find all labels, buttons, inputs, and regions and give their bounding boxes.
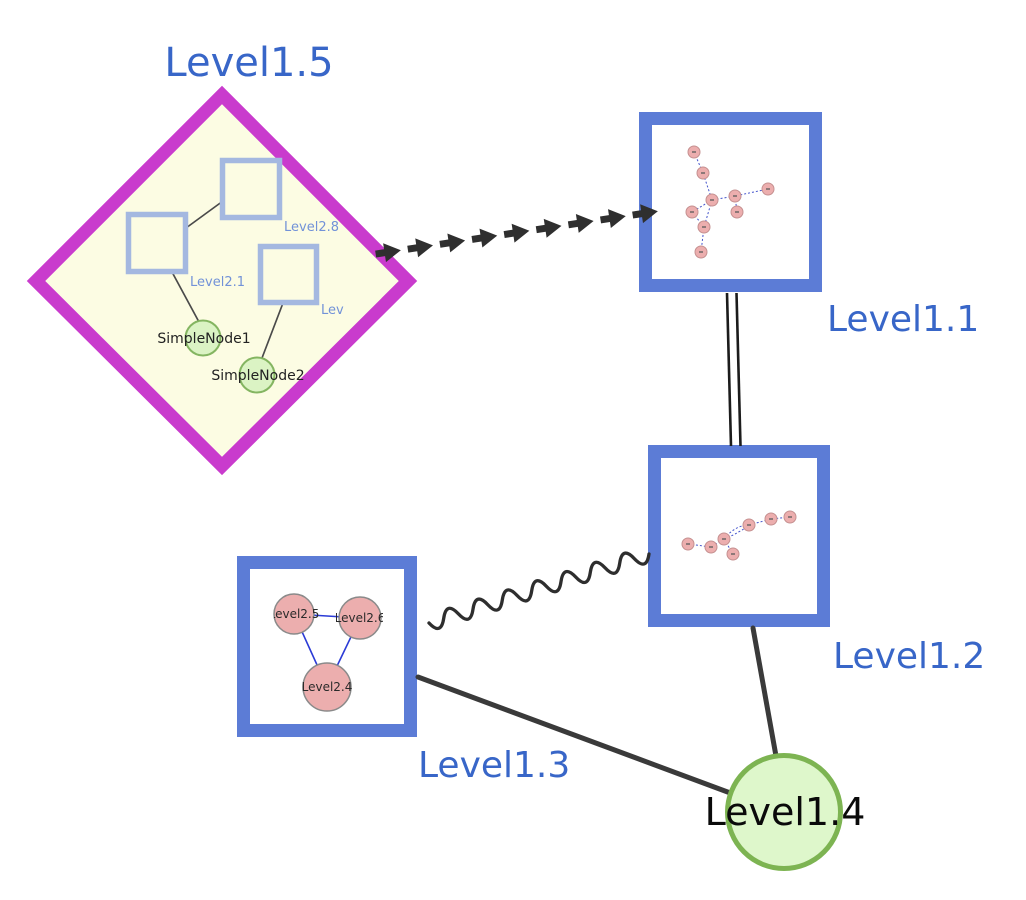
label-level2-4: Level2.4 [302,680,353,694]
label-level2-8: Level2.8 [284,220,339,235]
simple-node-2[interactable] [238,356,276,394]
mini-node[interactable] [704,540,718,554]
group-node-level1-2[interactable]: Level1.2 [648,445,986,678]
label-level2-6: Level2.6 [335,611,386,625]
mini-node[interactable] [730,205,744,219]
arrow-dash-glyph [632,204,658,224]
label-level1-1: Level1.1 [827,299,979,340]
mini-node[interactable] [764,512,778,526]
label-level1-5: Level1.5 [164,40,333,86]
mini-graph-level1-2 [681,510,797,561]
label-level1-3: Level1.3 [418,745,570,786]
arrow-dash-glyph [503,223,530,243]
edge-level15-level11-dashed-arrows[interactable] [374,202,659,264]
simple-node-1[interactable] [184,319,222,357]
arrow-dash-glyph [471,228,498,248]
node-level1-4[interactable]: Level1.4 [705,753,866,871]
arrow-dash-glyph [567,214,594,233]
square-node-lev[interactable] [257,243,320,306]
edge-level13-level12-wavy[interactable] [427,551,651,631]
edge-level13-level14[interactable] [415,674,736,797]
box-level1-1[interactable] [639,112,822,292]
mini-node[interactable] [697,220,711,234]
label-simplenode1: SimpleNode1 [157,331,250,347]
label-level1-2: Level1.2 [833,636,985,677]
mini-edges [691,199,713,229]
mini-node[interactable] [728,189,742,203]
mini-node[interactable] [761,182,775,196]
edge-level11-level12-double-a[interactable] [725,292,733,447]
edge-level12-level14[interactable] [750,625,779,759]
circle-level1-4[interactable] [725,753,843,871]
mini-node[interactable] [742,518,756,532]
arrow-dash-glyph [375,243,401,263]
square-node-level2-8[interactable] [219,157,283,221]
mini-edge-curve [723,524,750,540]
arrow-dash-glyph [439,233,466,253]
mini-node[interactable] [705,193,719,207]
group-node-level1-3[interactable]: Level2.5 Level2.6 Level2.4 Level1.3 [237,556,571,787]
group-node-level1-1[interactable]: Level1.1 [639,112,980,341]
mini-node[interactable] [696,166,710,180]
arrow-dash-glyph [407,238,433,258]
mini-node[interactable] [783,510,797,524]
node-level2-4[interactable] [302,662,352,712]
mini-node[interactable] [685,205,699,219]
inner-edge-square21-square28[interactable] [185,200,224,229]
mini-edge [723,538,734,555]
inner-edge-squarelev-simplenode2[interactable] [261,302,284,359]
arrow-dash-glyph [535,218,562,238]
node-level2-5[interactable] [273,593,315,635]
mini-node[interactable] [717,532,731,546]
label-simplenode2: SimpleNode2 [211,368,304,384]
label-level1-4: Level1.4 [705,790,866,834]
diamond-shape[interactable] [26,85,418,476]
mini-node[interactable] [681,537,695,551]
edges-layer [374,202,779,797]
node-level2-6[interactable] [338,596,382,640]
mini-node[interactable] [694,245,708,259]
mini-graph-level1-1 [685,145,775,259]
edge-level11-level12-double-b[interactable] [735,292,742,447]
mini-node[interactable] [687,145,701,159]
inner-edge-square21-simplenode1[interactable] [171,271,200,323]
label-level2-1: Level2.1 [190,275,245,290]
box-level1-2[interactable] [648,445,830,627]
arrow-dash-glyph [600,209,626,228]
label-level2-5: Level2.5 [269,607,320,621]
mini-edges [693,151,769,201]
label-lev: Lev [321,303,344,318]
mini-node[interactable] [726,547,740,561]
group-node-level1-5[interactable]: Level2.8 Level2.1 Lev SimpleNode1 Simple… [26,40,418,476]
square-node-level2-1[interactable] [125,211,189,275]
